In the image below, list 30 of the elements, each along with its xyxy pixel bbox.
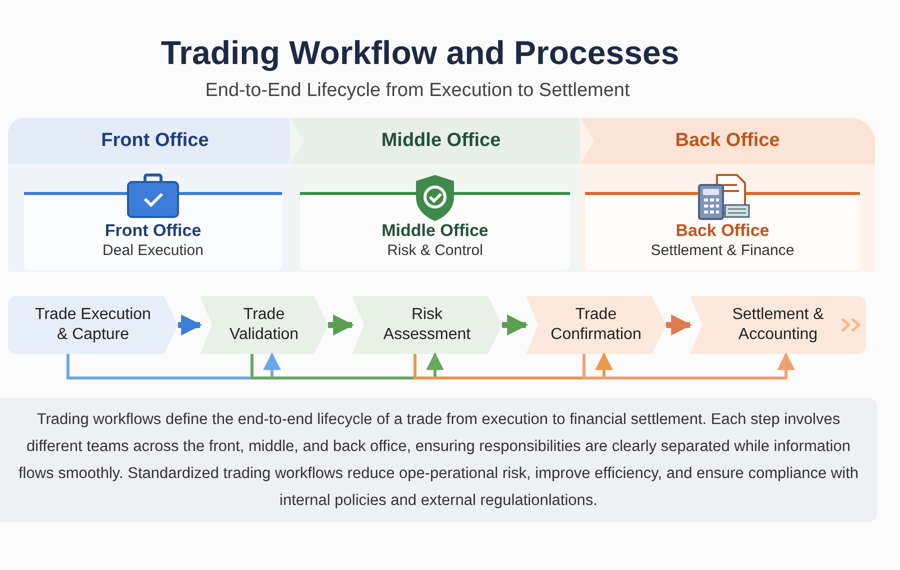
diagram-subtitle: End-to-End Lifecycle from Execution to Settlement [204,79,631,103]
step-label: Trade Execution & Capture [34,305,152,345]
column-heading: Front Office [101,128,209,153]
card-title: Back Office [676,220,770,242]
process-step [8,296,178,354]
diagram-title: Trading Workflow and Processes [160,33,680,73]
flow-arrow [666,314,692,336]
office-column [290,118,580,272]
card-subtitle: Deal Execution [102,241,204,262]
flow-arrow [328,314,354,336]
description-text: Trading workflows define the end-to-end lifecycle of a trade from execution to financial settlement. Each step involves different teams across the front, middle, and back office, ensuring responsibilities are clearly separated while information flows smoothly. Standardized trading workflows reduce ope-perational risk, improve efficiency, and ensure compliance with internal policies and external regulationlations. [18,410,859,511]
step-label: Settlement & Accounting [731,305,825,345]
office-column [8,118,290,272]
connector-line [582,352,795,380]
process-step [690,296,866,354]
card-title: Middle Office [382,220,488,242]
flow-arrow [502,314,528,336]
step-label: Trade Validation [228,305,300,345]
connector-line [414,352,613,380]
connector-line [250,352,444,380]
step-label: Trade Confirmation [550,305,642,345]
connector-line [66,352,281,380]
card-title: Front Office [104,220,202,242]
card-subtitle: Risk & Control [387,241,483,262]
column-heading: Middle Office [381,128,501,153]
card-subtitle: Settlement & Finance [650,241,794,262]
flow-arrow [178,314,202,336]
office-column [580,118,875,272]
step-label: Risk Assessment [382,305,472,345]
column-heading: Back Office [675,128,780,153]
